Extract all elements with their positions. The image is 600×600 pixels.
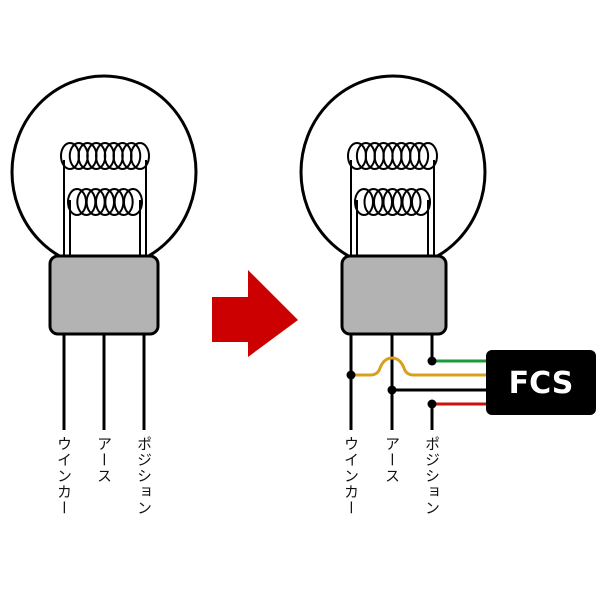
left-bulb-glass bbox=[10, 74, 198, 270]
right-bulb-socket bbox=[340, 254, 448, 336]
coil-loop bbox=[123, 188, 143, 216]
coil-loop bbox=[418, 142, 438, 170]
junction-dot bbox=[427, 399, 437, 409]
coil-loop bbox=[401, 188, 422, 216]
right-bulb: FCS ウインカー アース ポジション bbox=[299, 74, 596, 516]
right-upper-coil bbox=[347, 142, 438, 170]
yellow-wire bbox=[351, 356, 490, 377]
left-bulb: ウインカー アース ポジション bbox=[10, 74, 198, 516]
left-label-position: ポジション bbox=[135, 436, 153, 516]
fcs-module-label: FCS bbox=[509, 366, 574, 401]
coil-loop bbox=[130, 142, 150, 170]
left-label-winker: ウインカー bbox=[55, 436, 73, 516]
left-label-earth: アース bbox=[95, 436, 113, 484]
coil-loop bbox=[409, 142, 430, 170]
coil-loop bbox=[113, 188, 134, 216]
right-label-winker: ウインカー bbox=[342, 436, 360, 516]
left-bulb-socket bbox=[48, 254, 160, 336]
right-lower-coil bbox=[354, 188, 431, 216]
right-arrow-icon bbox=[212, 270, 298, 357]
right-bulb-glass bbox=[299, 74, 487, 270]
fcs-module bbox=[486, 350, 596, 415]
junction-dot bbox=[427, 356, 437, 366]
junction-dot bbox=[387, 385, 397, 395]
right-label-position: ポジション bbox=[423, 436, 441, 516]
junction-dot bbox=[346, 370, 356, 380]
right-label-earth: アース bbox=[383, 436, 401, 484]
left-bulb-filament bbox=[60, 142, 150, 258]
coil-loop bbox=[121, 142, 142, 170]
coil-loop bbox=[411, 188, 431, 216]
left-lower-coil bbox=[67, 188, 143, 216]
left-upper-coil bbox=[60, 142, 150, 170]
right-bulb-filament bbox=[347, 142, 438, 258]
